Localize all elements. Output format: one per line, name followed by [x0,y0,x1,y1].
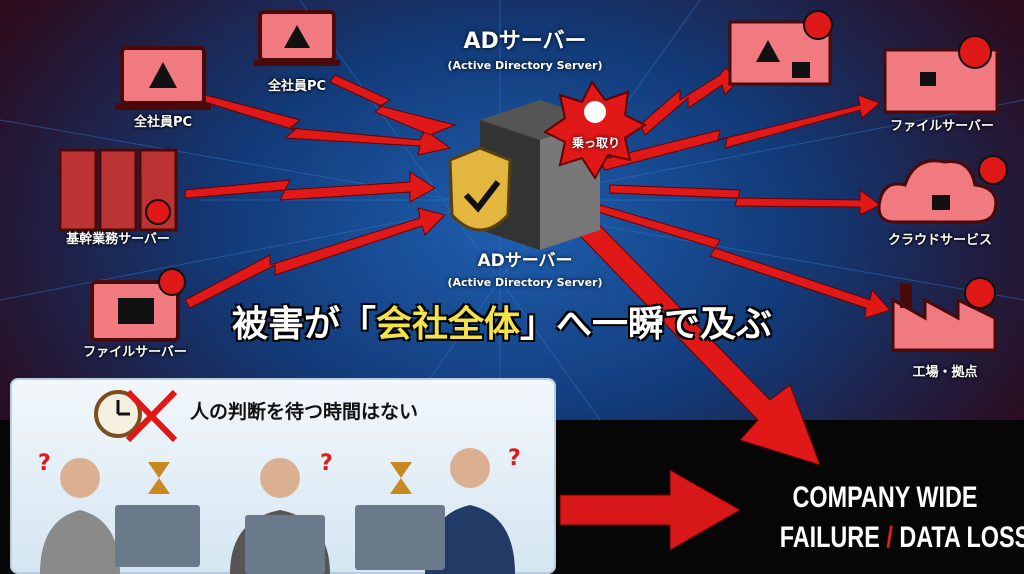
target-label: クラウドサービス [887,233,993,248]
result-data-loss: DATA LOSS [899,521,1024,554]
headline-pre: 被害が「 [232,304,377,345]
shield-check-icon [448,146,512,232]
result-text: COMPANY WIDE FAILURE / DATA LOSS [750,478,1024,558]
hijack-badge-label: 乗っ取り [571,136,621,150]
spread-arrow [597,204,891,319]
spread-arrow [639,67,741,136]
attack-arrow [204,94,452,156]
attack-arrow [184,207,446,309]
result-line1: COMPANY WIDE [792,481,978,514]
pc-icon [115,46,211,110]
warning-window-icon [728,10,833,86]
target-label: ファイルサーバー [890,119,994,134]
center-label: ADサーバー [477,251,573,271]
source-label: 基幹業務サーバー [66,232,170,247]
headline-post: 」へ一瞬で及ぶ [520,304,773,345]
panel-text: 人の判断を待つ時間はない [190,401,419,423]
result-failure: FAILURE [779,521,880,554]
result-line2: FAILURE / DATA LOSS [779,518,1024,558]
center-subtitle: (Active Directory Server) [447,59,603,72]
attack-arrow [184,171,436,203]
server-rack-icon [58,148,178,232]
human-delay-panel: 人の判断を待つ時間はない [10,378,556,574]
skull-badge-icon [543,80,648,180]
source-label: 全社員PC [133,115,193,130]
cloud-lock-icon [877,155,1008,224]
source-label: 全社員PC [267,79,327,94]
source-label: ファイルサーバー [83,345,187,360]
target-label: 工場・拠点 [912,365,978,380]
center-label-sub: (Active Directory Server) [447,276,603,289]
collapse-arrow [559,204,821,466]
headline: 被害が「会社全体」へ一瞬で及ぶ [232,305,772,345]
pc-icon [254,10,340,66]
center-title: ADサーバー [463,29,587,54]
spread-arrow [609,184,881,216]
folder-laptop-icon [90,268,186,342]
headline-highlight: 会社全体 [376,304,521,345]
factory-icon [891,277,997,352]
spread-arrow [599,94,881,171]
result-slash: / [886,521,893,554]
attack-arrow [329,74,457,136]
bottom-arrow [559,469,742,551]
file-server-window-icon [883,35,999,114]
